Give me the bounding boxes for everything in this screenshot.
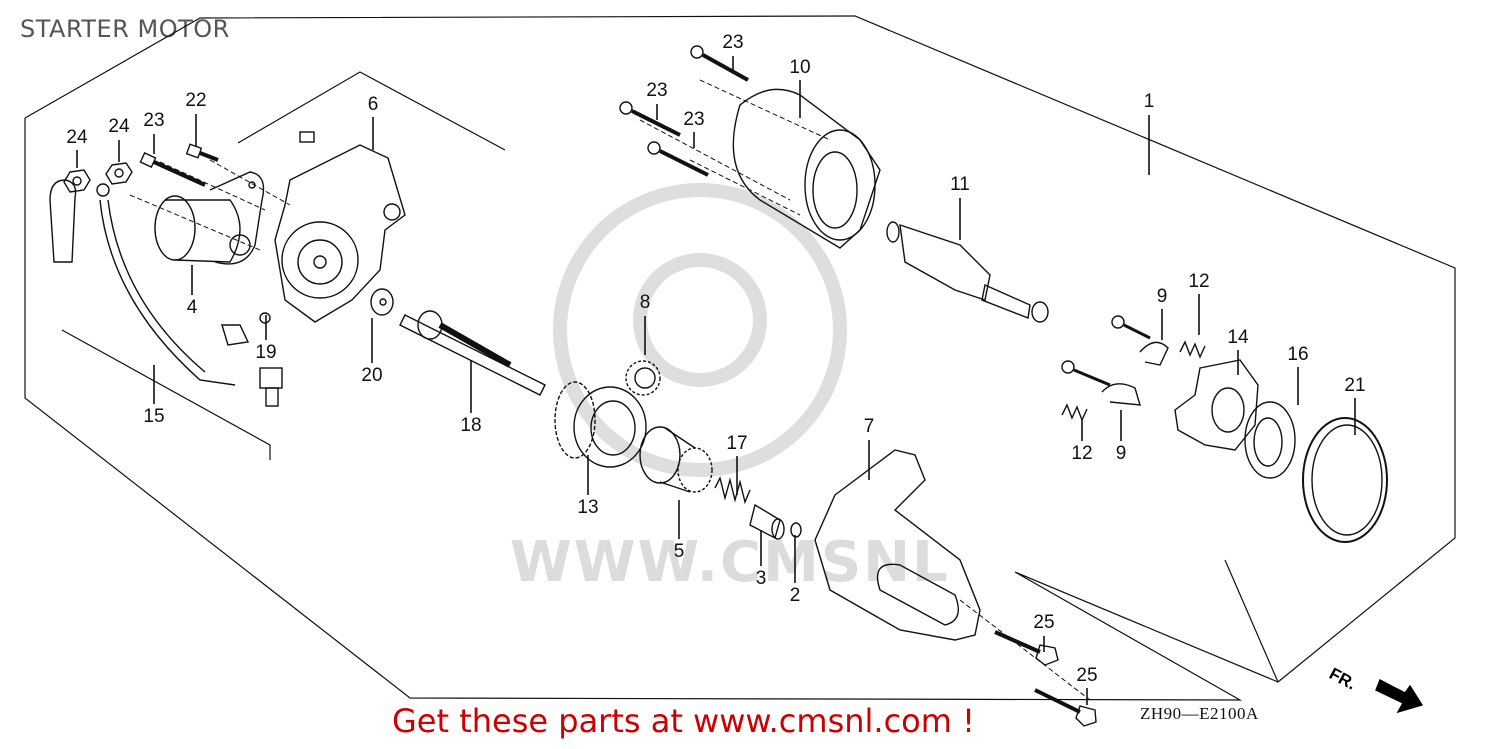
part-9-brush-lower <box>1061 360 1141 406</box>
part-16-insulator <box>1244 401 1296 479</box>
callout-2[interactable]: 2 <box>789 585 801 606</box>
callout-25a[interactable]: 25 <box>1033 612 1055 633</box>
callout-3[interactable]: 3 <box>755 568 767 589</box>
callout-22[interactable]: 22 <box>185 90 207 111</box>
callout-7[interactable]: 7 <box>863 416 875 437</box>
part-12-spring-upper <box>1179 340 1206 359</box>
callout-23a[interactable]: 23 <box>143 110 165 131</box>
part-21-o-ring <box>1302 417 1388 543</box>
callout-19[interactable]: 19 <box>255 342 277 363</box>
part-20-washer <box>370 288 394 316</box>
part-17-spring <box>714 475 751 505</box>
callout-13[interactable]: 13 <box>577 497 599 518</box>
part-23-bolt-d <box>647 141 709 177</box>
callout-16[interactable]: 16 <box>1287 344 1309 365</box>
callout-18[interactable]: 18 <box>460 415 482 436</box>
part-23-bolt-a <box>139 152 206 187</box>
watermark-logo <box>553 183 847 477</box>
callout-11[interactable]: 11 <box>950 174 970 195</box>
part-24-nut-left <box>63 169 91 193</box>
callout-9a[interactable]: 9 <box>1156 286 1168 307</box>
part-24-nut-right <box>105 162 133 185</box>
callout-15[interactable]: 15 <box>143 406 165 427</box>
callout-1[interactable]: 1 <box>1143 91 1155 112</box>
part-12-spring-lower <box>1061 403 1088 422</box>
part-5-pinion-clutch <box>639 426 713 493</box>
callout-25b[interactable]: 25 <box>1076 665 1098 686</box>
callout-4[interactable]: 4 <box>186 297 198 318</box>
callout-8[interactable]: 8 <box>639 292 651 313</box>
part-10-yoke-housing <box>732 88 881 249</box>
assembly-frame-outline <box>24 15 1456 701</box>
watermark: WWW.CMSNL <box>510 530 950 595</box>
callout-17[interactable]: 17 <box>726 433 748 454</box>
part-2-circlip <box>790 522 802 538</box>
part-9-brush-upper <box>1111 315 1169 366</box>
part-25-bolt-a <box>994 630 1059 666</box>
part-8-gear <box>625 360 661 396</box>
callout-6[interactable]: 6 <box>367 94 379 115</box>
part-19-bracket <box>221 312 271 346</box>
promo-link-text[interactable]: Get these parts at www.cmsnl.com ! <box>392 702 975 740</box>
part-13-gear <box>554 381 647 468</box>
callout-24a[interactable]: 24 <box>66 127 88 148</box>
callout-12b[interactable]: 12 <box>1071 443 1093 464</box>
leader-lines <box>76 56 1356 705</box>
callout-24b[interactable]: 24 <box>108 116 130 137</box>
callout-23c[interactable]: 23 <box>646 80 668 101</box>
callout-21[interactable]: 21 <box>1344 375 1366 396</box>
part-14-brush-plate <box>1174 359 1259 451</box>
part-25-bolt-b <box>1034 688 1097 727</box>
callout-12a[interactable]: 12 <box>1188 271 1210 292</box>
part-7-front-cover <box>814 449 981 641</box>
callout-20[interactable]: 20 <box>361 365 383 386</box>
diagram-reference-code: ZH90—E2100A <box>1140 704 1259 723</box>
assembly-axis-lines <box>129 79 1091 701</box>
part-15-cable <box>49 179 283 407</box>
part-18-shaft <box>399 310 546 396</box>
callout-9b[interactable]: 9 <box>1115 443 1127 464</box>
part-3-collar <box>749 503 785 540</box>
part-22-screw <box>185 143 219 162</box>
part-23-bolt-c <box>619 101 681 137</box>
part-4-solenoid <box>154 171 265 265</box>
callout-10[interactable]: 10 <box>789 57 811 78</box>
diagram-title: STARTER MOTOR <box>20 15 230 43</box>
callout-14[interactable]: 14 <box>1227 327 1249 348</box>
part-6-rear-cover <box>274 131 406 323</box>
callout-23b[interactable]: 23 <box>722 32 744 53</box>
callout-23d[interactable]: 23 <box>683 109 705 130</box>
part-11-armature <box>886 221 1049 323</box>
callout-5[interactable]: 5 <box>673 541 685 562</box>
front-direction-arrow-icon <box>1375 679 1424 714</box>
part-23-bolt-b <box>690 45 749 82</box>
